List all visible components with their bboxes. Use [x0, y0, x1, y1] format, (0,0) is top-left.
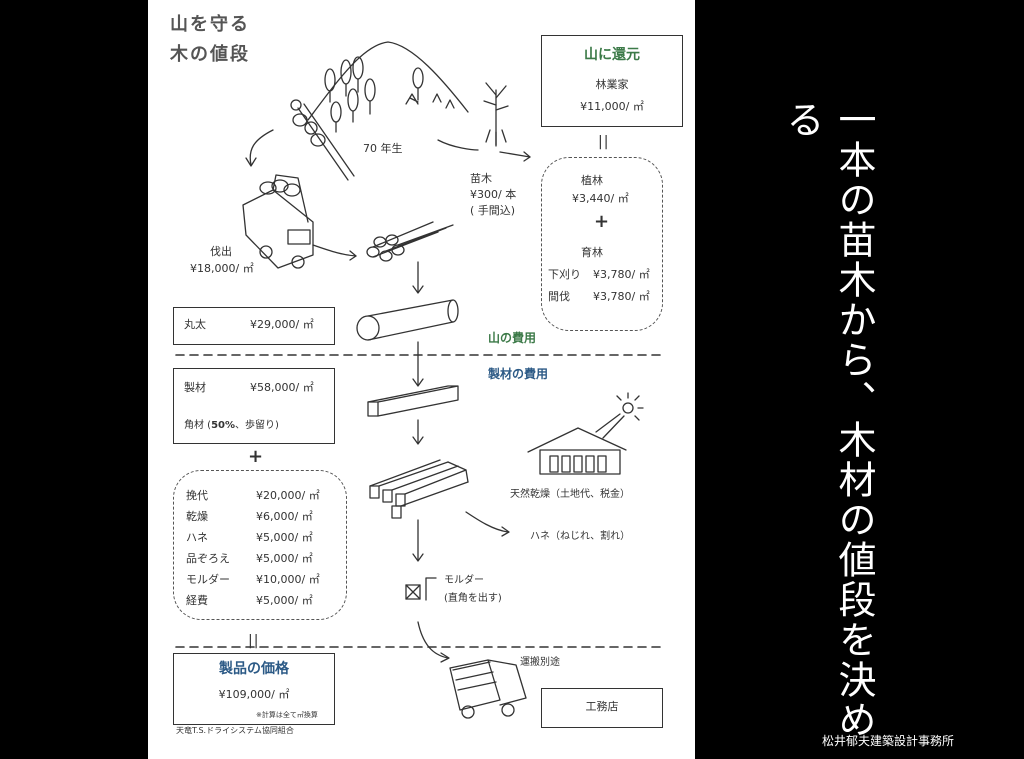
side-title: 一本の苗木から、木材の値段を決める — [780, 100, 876, 740]
felling-price: ¥18,000/ ㎡ — [190, 262, 254, 275]
cost-item-label: モルダー — [186, 573, 230, 586]
seedling-label: 苗木 — [470, 172, 492, 185]
cooperative-label: 天竜T.S.ドライシステム協同組合 — [176, 726, 294, 735]
forester-price: ¥11,000/ ㎡ — [580, 100, 644, 113]
cost-item-label: 挽代 — [186, 489, 208, 502]
cost-item-price: ¥5,000/ ㎡ — [256, 594, 313, 607]
thinning-label: 間伐 — [548, 290, 570, 303]
cost-item-label: 品ぞろえ — [186, 552, 230, 565]
age-label: 70 年生 — [363, 142, 403, 155]
product-price-box: 製品の価格 ¥109,000/ ㎡ ※計算は全て㎥換算 — [173, 653, 335, 725]
cost-item-label: ハネ — [186, 531, 208, 544]
lumber-label: 製材 — [184, 381, 206, 394]
weeding-label: 下刈り — [548, 268, 581, 281]
sawmill-cost-label: 製材の費用 — [488, 367, 549, 381]
transport-label: 運搬別途 — [520, 657, 560, 668]
cost-item-price: ¥10,000/ ㎡ — [256, 573, 320, 586]
title-line-2: 木の値段 — [170, 44, 250, 65]
credit-label: 松井郁夫建築設計事務所 — [822, 734, 955, 748]
cost-item-price: ¥5,000/ ㎡ — [256, 552, 313, 565]
sun-icon — [595, 392, 644, 439]
stacked-lumber-illustration — [369, 459, 469, 519]
diagram-page: 山を守る 木の値段 山に還元 林業家 ¥11,000/ ㎡ || 70 年生 苗… — [148, 0, 695, 759]
forest-illustration — [324, 56, 455, 133]
natural-drying-label: 天然乾燥（土地代、税金） — [510, 489, 630, 500]
logging-truck-illustration — [242, 174, 314, 269]
cost-item-price: ¥6,000/ ㎡ — [256, 510, 313, 523]
lumber-price: ¥58,000/ ㎡ — [250, 381, 314, 394]
calculation-note: ※計算は全て㎥換算 — [256, 711, 318, 719]
planting-cost-box — [541, 157, 663, 331]
equals-sign: || — [248, 633, 260, 649]
plus-sign: + — [248, 446, 264, 467]
lumber-note: 角材 (50%、歩留り) — [184, 420, 279, 431]
forester-label: 林業家 — [595, 78, 629, 91]
forest-return-heading: 山に還元 — [584, 47, 640, 63]
nurture-label: 育林 — [581, 246, 603, 259]
plus-sign: + — [594, 211, 610, 232]
lumber-beam-illustration — [367, 385, 459, 417]
product-heading: 製品の価格 — [219, 661, 289, 677]
felled-tree-illustration — [290, 99, 355, 181]
log-illustration — [356, 299, 459, 341]
log-price-box: 丸太 ¥29,000/ ㎡ — [173, 307, 335, 345]
mountain-cost-label: 山の費用 — [488, 331, 537, 345]
delivery-truck-illustration — [449, 659, 527, 719]
planting-label: 植林 — [581, 174, 603, 187]
thinning-price: ¥3,780/ ㎡ — [593, 290, 650, 303]
log-label: 丸太 — [184, 318, 206, 331]
log-pile-illustration — [366, 221, 454, 262]
drying-shed-illustration — [527, 427, 627, 475]
cost-item-price: ¥5,000/ ㎡ — [256, 531, 313, 544]
molder-label: モルダー — [444, 575, 484, 586]
planting-price: ¥3,440/ ㎡ — [572, 192, 629, 205]
felling-label: 伐出 — [210, 245, 232, 258]
cost-item-price: ¥20,000/ ㎡ — [256, 489, 320, 502]
seedling-note: ( 手間込) — [470, 204, 516, 217]
builder-label: 工務店 — [585, 700, 619, 713]
cost-item-label: 経費 — [186, 594, 208, 607]
reject-label: ハネ（ねじれ、割れ） — [530, 531, 631, 542]
molder-illustration — [405, 577, 437, 601]
lumber-price-box: 製材 ¥58,000/ ㎡ 角材 (50%、歩留り) — [173, 368, 335, 444]
weeding-price: ¥3,780/ ㎡ — [593, 268, 650, 281]
seedling-illustration — [483, 82, 509, 147]
seedling-price: ¥300/ 本 — [470, 188, 517, 201]
product-price: ¥109,000/ ㎡ — [218, 688, 290, 701]
cost-item-label: 乾燥 — [186, 510, 208, 523]
forest-return-box: 山に還元 林業家 ¥11,000/ ㎡ — [541, 35, 683, 127]
equals-sign: || — [598, 134, 610, 150]
title-line-1: 山を守る — [170, 14, 250, 35]
builder-box: 工務店 — [541, 688, 663, 728]
log-price: ¥29,000/ ㎡ — [250, 318, 314, 331]
molder-note: (直角を出す) — [444, 593, 502, 604]
